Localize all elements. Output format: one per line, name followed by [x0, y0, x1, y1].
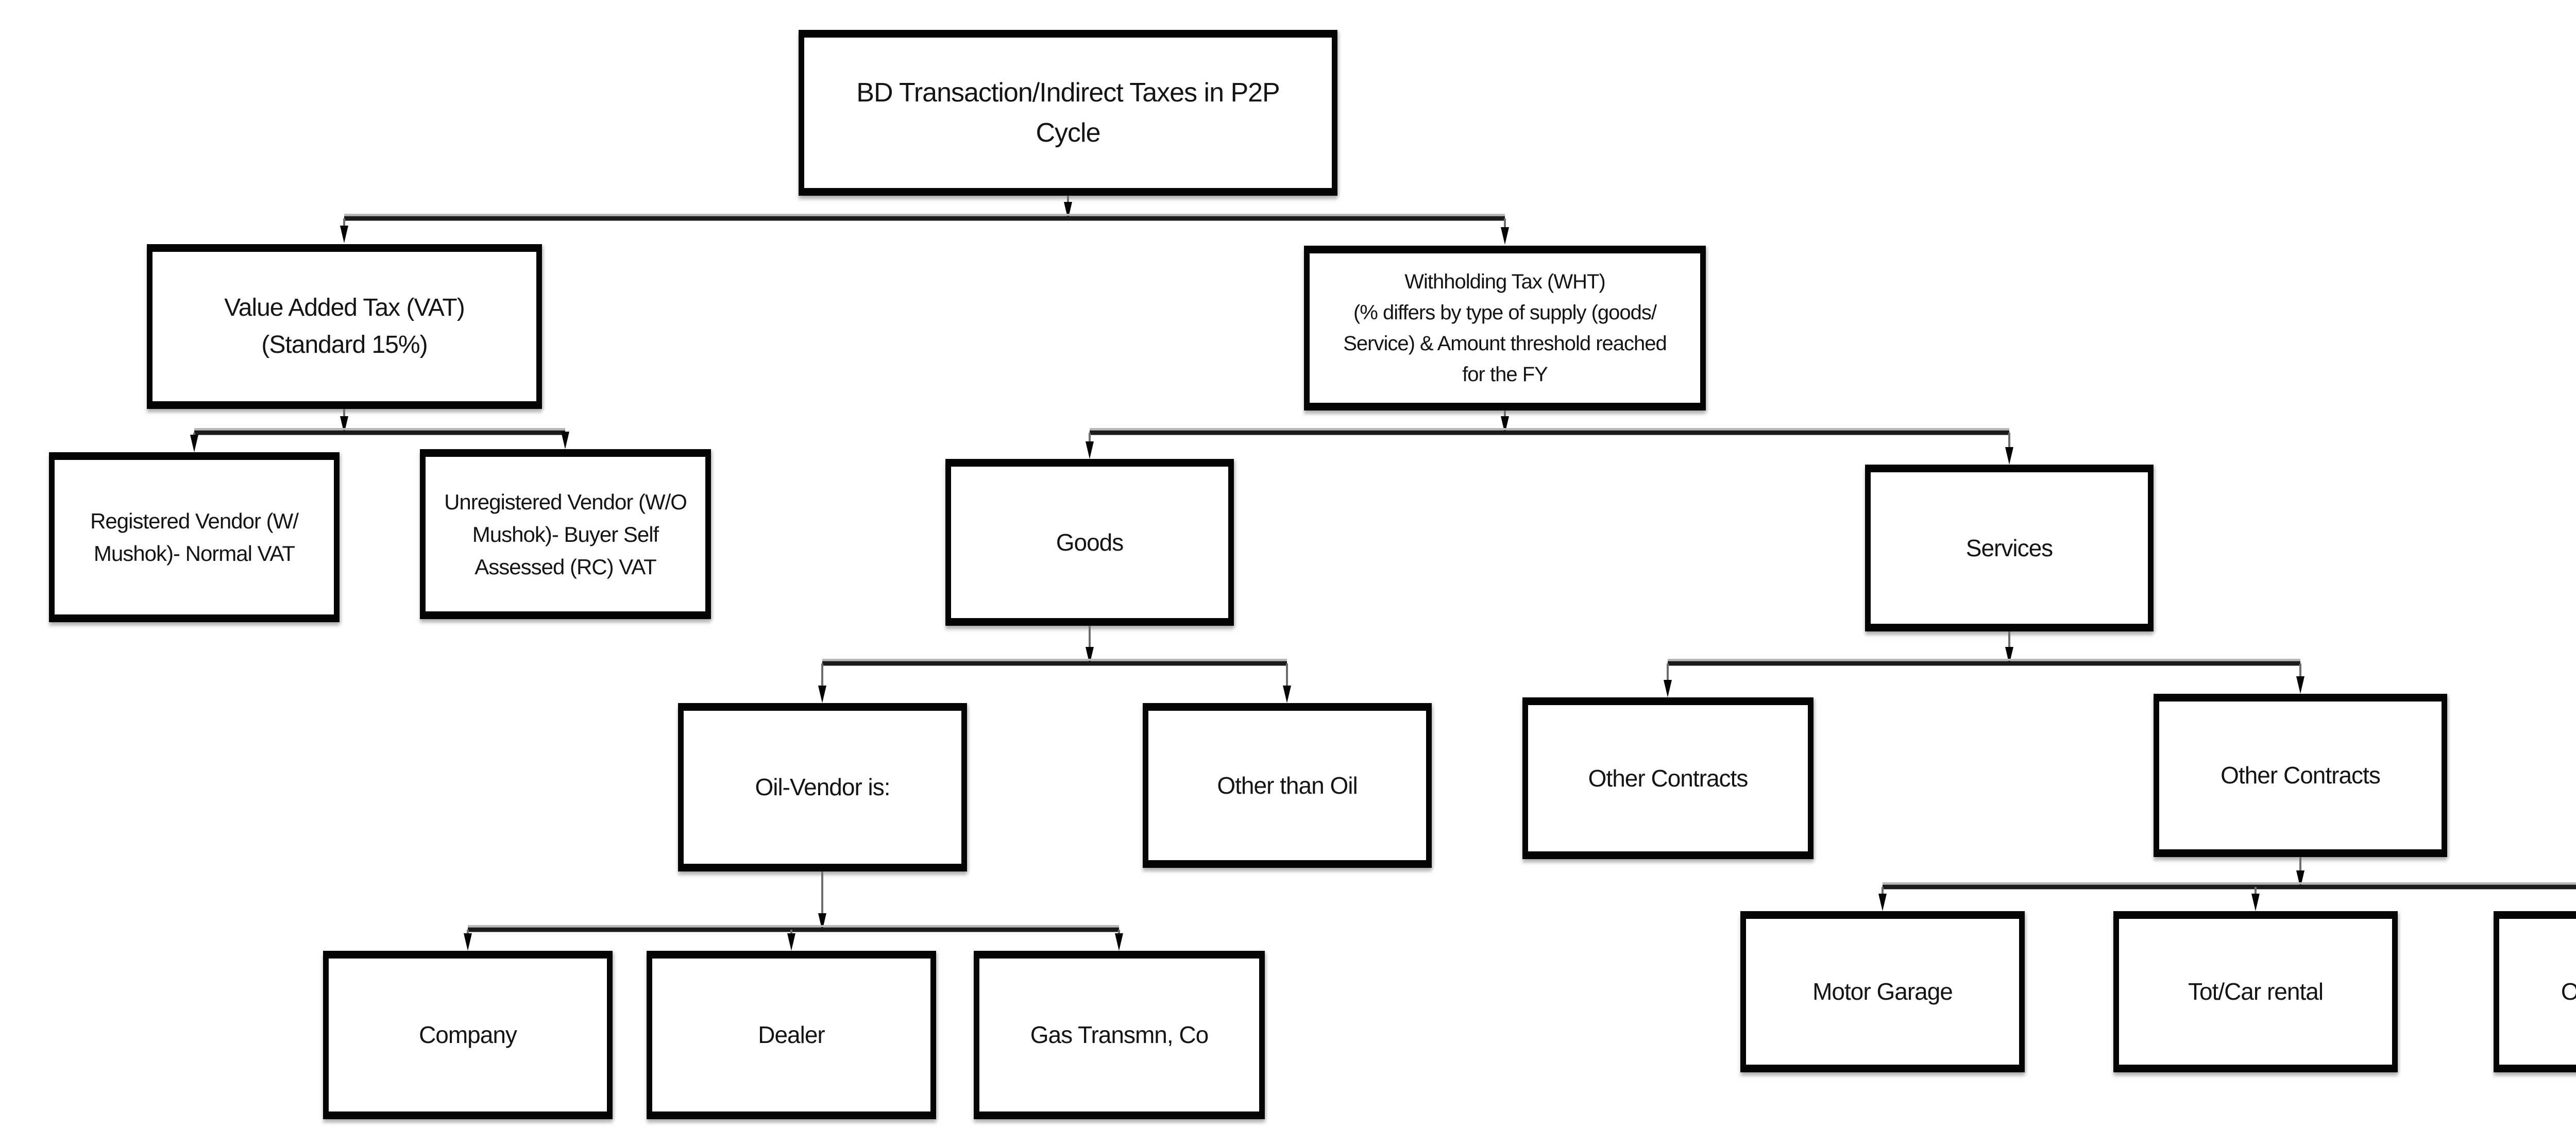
node-oil-vendor-label: Oil-Vendor is: [684, 769, 961, 805]
node-goods-label: Goods [951, 525, 1228, 560]
node-oil-vendor: Oil-Vendor is: [678, 703, 967, 871]
label-line: Service) & Amount threshold reached [1343, 332, 1667, 355]
node-gas-transmission-label: Gas Transmn, Co [979, 1017, 1259, 1053]
node-company-label: Company [329, 1017, 607, 1053]
label-line: Gas Transmn, Co [1030, 1021, 1209, 1048]
node-dealer: Dealer [647, 951, 936, 1119]
node-other-contracts-left-label: Other Contracts [1528, 761, 1808, 796]
label-line: Services [1965, 534, 2053, 561]
node-services: Services [1865, 465, 2154, 631]
connector-other-contracts-children [1878, 857, 2576, 911]
label-line: Goods [1056, 528, 1124, 556]
label-line: Dealer [758, 1021, 825, 1048]
node-tot-car-rental-label: Tot/Car rental [2119, 974, 2392, 1010]
node-other-contracts-right-label: Other Contracts [2159, 758, 2442, 793]
node-other-than-oil-label: Other than Oil [1148, 768, 1426, 803]
node-root-label: BD Transaction/Indirect Taxes in P2P Cyc… [804, 73, 1332, 153]
label-line: Withholding Tax (WHT) [1404, 270, 1605, 293]
node-unregistered-vendor: Unregistered Vendor (W/O Mushok)- Buyer … [420, 449, 711, 619]
label-line: Other Contracts [2221, 762, 2381, 789]
label-line: Other Contracts [1588, 764, 1749, 792]
node-other-than-oil: Other than Oil [1143, 703, 1432, 868]
node-other-services: Other Services [2494, 911, 2576, 1072]
label-line: Other Services [2561, 978, 2576, 1005]
node-other-services-label: Other Services [2499, 974, 2576, 1010]
label-line: Company [419, 1021, 517, 1048]
label-line: for the FY [1462, 363, 1548, 386]
node-motor-garage: Motor Garage [1740, 911, 2025, 1072]
node-gas-transmission: Gas Transmn, Co [974, 951, 1265, 1119]
node-registered-vendor: Registered Vendor (W/ Mushok)- Normal VA… [49, 452, 340, 622]
node-root: BD Transaction/Indirect Taxes in P2P Cyc… [799, 30, 1337, 196]
label-line: Unregistered Vendor (W/O [444, 489, 687, 514]
connector-services-children [1664, 631, 2304, 697]
label-line: Motor Garage [1812, 978, 1953, 1005]
node-dealer-label: Dealer [652, 1017, 930, 1053]
label-line: (% differs by type of supply (goods/ [1353, 301, 1657, 324]
label-line: Oil-Vendor is: [755, 774, 890, 800]
node-vat-label: Value Added Tax (VAT) (Standard 15%) [152, 289, 536, 364]
node-unregistered-vendor-label: Unregistered Vendor (W/O Mushok)- Buyer … [426, 486, 705, 583]
label-line: BD Transaction/Indirect Taxes in P2P [856, 78, 1280, 108]
label-line: (Standard 15%) [261, 331, 428, 358]
label-line: Mushok)- Buyer Self [472, 522, 659, 546]
label-line: Cycle [1036, 118, 1100, 148]
node-services-label: Services [1871, 531, 2148, 566]
node-motor-garage-label: Motor Garage [1746, 974, 2019, 1010]
label-line: Other than Oil [1217, 772, 1358, 799]
label-line: Registered Vendor (W/ [90, 509, 299, 533]
node-wht: Withholding Tax (WHT) (% differs by type… [1304, 246, 1706, 410]
label-line: Mushok)- Normal VAT [93, 541, 295, 566]
connector-oil-vendor-children [464, 871, 1123, 951]
connector-wht-children [1086, 410, 2013, 465]
node-registered-vendor-label: Registered Vendor (W/ Mushok)- Normal VA… [55, 505, 334, 570]
node-other-contracts-left: Other Contracts [1522, 697, 1814, 859]
node-goods: Goods [945, 459, 1234, 626]
connector-root-children [340, 196, 1509, 245]
node-tot-car-rental: Tot/Car rental [2113, 911, 2398, 1072]
connector-goods-children [818, 626, 1291, 703]
label-line: Value Added Tax (VAT) [224, 294, 465, 321]
node-wht-label: Withholding Tax (WHT) (% differs by type… [1310, 266, 1700, 390]
node-other-contracts-right: Other Contracts [2154, 694, 2447, 857]
node-vat: Value Added Tax (VAT) (Standard 15%) [147, 244, 542, 409]
label-line: Tot/Car rental [2188, 978, 2324, 1005]
node-company: Company [323, 951, 613, 1119]
label-line: Assessed (RC) VAT [474, 554, 657, 579]
connector-vat-children [190, 409, 569, 452]
